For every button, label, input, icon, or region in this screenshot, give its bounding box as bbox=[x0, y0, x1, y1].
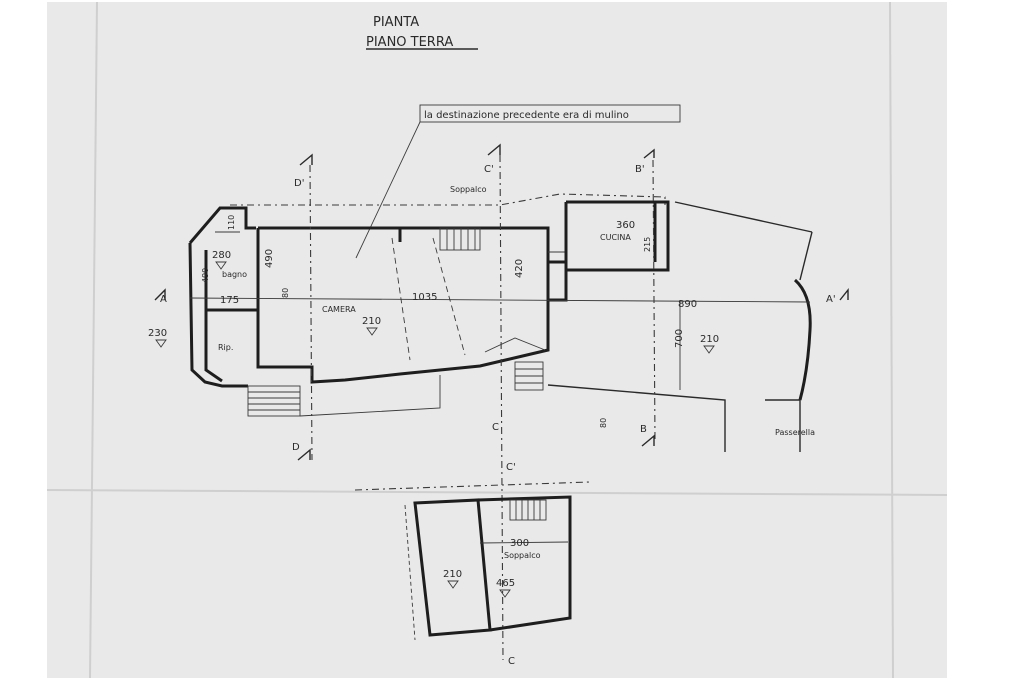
passerella-outline bbox=[765, 399, 801, 452]
lower-room-left bbox=[413, 498, 492, 637]
drawing-sheet bbox=[47, 2, 947, 678]
dim-1035: 1035 bbox=[412, 292, 437, 303]
section-line-d bbox=[309, 164, 313, 461]
room-passerella: Passerella bbox=[775, 428, 815, 437]
annex-wall-left bbox=[188, 242, 248, 388]
dim-line-300 bbox=[479, 541, 569, 544]
section-c-lower-bottom: C bbox=[508, 656, 515, 667]
stair-soppalco bbox=[439, 227, 481, 251]
dim-215: 215 bbox=[643, 237, 652, 252]
main-right-niche bbox=[548, 260, 568, 302]
level-280: 280 bbox=[212, 250, 231, 261]
dim-300: 300 bbox=[510, 538, 529, 549]
right-area-curve bbox=[793, 278, 812, 401]
kitchen-walls bbox=[564, 200, 670, 272]
section-b-top: B' bbox=[635, 164, 645, 175]
section-d-bottom-arrow bbox=[297, 448, 311, 461]
level-marker-230 bbox=[155, 339, 167, 348]
section-c-top: C' bbox=[484, 164, 494, 175]
room-bagno: bagno bbox=[222, 270, 247, 279]
lower-stair bbox=[509, 499, 547, 521]
section-a-right: A' bbox=[826, 294, 836, 305]
room-ripostiglio: Rip. bbox=[218, 343, 233, 352]
section-marker-a-right bbox=[839, 288, 849, 301]
section-line-a bbox=[189, 297, 811, 303]
terrace-edge bbox=[299, 375, 441, 417]
dim-80: 80 bbox=[281, 288, 290, 298]
dim-490-main: 490 bbox=[264, 249, 275, 268]
main-walls bbox=[256, 226, 550, 384]
right-area-bottom bbox=[547, 384, 726, 452]
dim-700: 700 bbox=[674, 329, 685, 348]
section-b-bottom-arrow bbox=[641, 434, 655, 447]
lower-edge-dash bbox=[404, 504, 416, 641]
stair-entrance bbox=[247, 385, 301, 417]
level-465: 465 bbox=[496, 578, 515, 589]
stair-side bbox=[514, 361, 544, 391]
note-leader bbox=[355, 121, 421, 259]
annex-wall-top bbox=[188, 206, 256, 244]
dim-490-left: 490 bbox=[201, 268, 210, 283]
level-210-right: 210 bbox=[700, 334, 719, 345]
section-marker-a-left bbox=[154, 288, 166, 301]
fold-line-left bbox=[89, 1, 98, 679]
title-line2: PIANO TERRA bbox=[366, 35, 453, 50]
section-a-left: A bbox=[160, 294, 167, 305]
section-d-bottom: D bbox=[292, 442, 300, 453]
section-c-lower-top: C' bbox=[506, 462, 516, 473]
level-marker-280 bbox=[215, 261, 227, 270]
room-camera: CAMERA bbox=[322, 305, 356, 314]
dim-110: 110 bbox=[227, 215, 236, 230]
room-soppalco-bottom: Soppalco bbox=[504, 551, 541, 560]
title-line1: PIANTA bbox=[373, 15, 419, 30]
note-box bbox=[419, 104, 681, 123]
dim-360: 360 bbox=[616, 220, 635, 231]
level-marker-465 bbox=[499, 589, 511, 598]
right-area-side bbox=[799, 231, 813, 281]
annex-wall-inner bbox=[204, 250, 223, 383]
section-c-top-arrow bbox=[487, 143, 501, 156]
level-210-bottom: 210 bbox=[443, 569, 462, 580]
section-b-bottom: B bbox=[640, 424, 647, 435]
level-marker-210-bottom bbox=[447, 580, 459, 589]
level-80: 80 bbox=[599, 418, 608, 428]
note-text: la destinazione precedente era di mulino bbox=[424, 110, 629, 121]
section-d-top-arrow bbox=[299, 153, 313, 166]
fold-line-right bbox=[889, 1, 894, 679]
fold-line-horizontal bbox=[46, 489, 948, 496]
camera-dash-line-2 bbox=[432, 237, 466, 356]
level-marker-210-camera bbox=[366, 327, 378, 336]
right-area-top bbox=[674, 201, 813, 233]
level-marker-210-right bbox=[703, 345, 715, 354]
door-arc bbox=[484, 337, 546, 353]
dim-175: 175 bbox=[220, 295, 239, 306]
level-210-camera: 210 bbox=[362, 316, 381, 327]
room-soppalco-top: Soppalco bbox=[450, 185, 487, 194]
section-line-c bbox=[499, 154, 504, 661]
section-b-top-arrow bbox=[643, 148, 655, 159]
boundary-lower bbox=[354, 481, 591, 491]
lower-room-right bbox=[477, 495, 572, 632]
section-d-top: D' bbox=[294, 178, 304, 189]
section-line-b bbox=[652, 159, 656, 441]
room-cucina: CUCINA bbox=[600, 233, 631, 242]
dim-890: 890 bbox=[678, 299, 697, 310]
dim-420: 420 bbox=[514, 259, 525, 278]
section-c-mid: C bbox=[492, 422, 499, 433]
level-230: 230 bbox=[148, 328, 167, 339]
